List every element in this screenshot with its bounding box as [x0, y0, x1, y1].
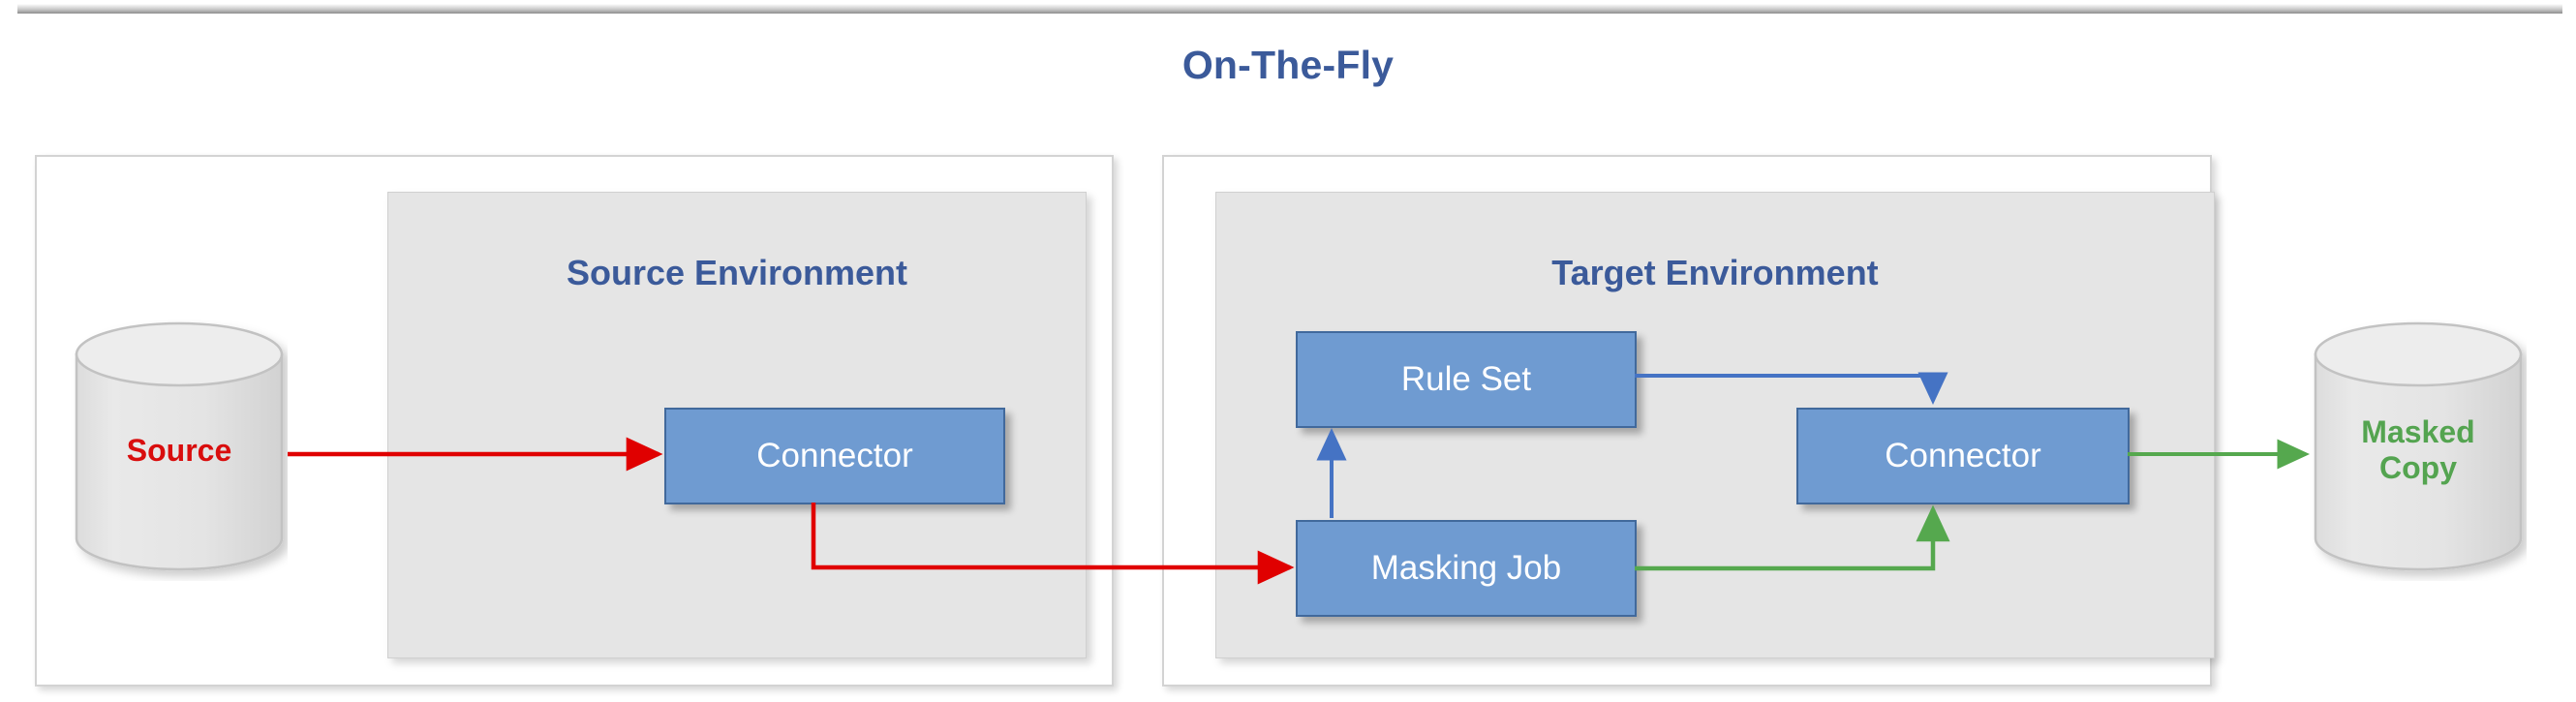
masking-job-box[interactable]: Masking Job: [1296, 520, 1637, 617]
page-title: On-The-Fly: [1181, 43, 1395, 87]
masked-copy-label-line1: Masked: [2361, 414, 2475, 450]
masked-copy-database: Masked Copy: [2310, 320, 2527, 581]
masked-copy-label-line2: Copy: [2378, 450, 2457, 485]
database-cylinder-icon: [2314, 321, 2523, 571]
masking-job-label: Masking Job: [1370, 549, 1562, 587]
source-environment-title: Source Environment: [566, 253, 908, 292]
source-connector-label: Connector: [756, 437, 913, 474]
rule-set-label: Rule Set: [1400, 360, 1532, 398]
target-environment-title: Target Environment: [1551, 253, 1879, 292]
source-database-label: Source: [126, 432, 232, 468]
target-connector-label: Connector: [1885, 437, 2041, 474]
masked-copy-database-label: Masked Copy: [2310, 320, 2527, 581]
target-connector-box[interactable]: Connector: [1796, 408, 2130, 504]
database-cylinder-icon: [75, 321, 284, 571]
top-gradient-bar: [17, 4, 2562, 14]
source-connector-box[interactable]: Connector: [664, 408, 1005, 504]
source-database: Source: [71, 320, 288, 581]
rule-set-box[interactable]: Rule Set: [1296, 331, 1637, 428]
